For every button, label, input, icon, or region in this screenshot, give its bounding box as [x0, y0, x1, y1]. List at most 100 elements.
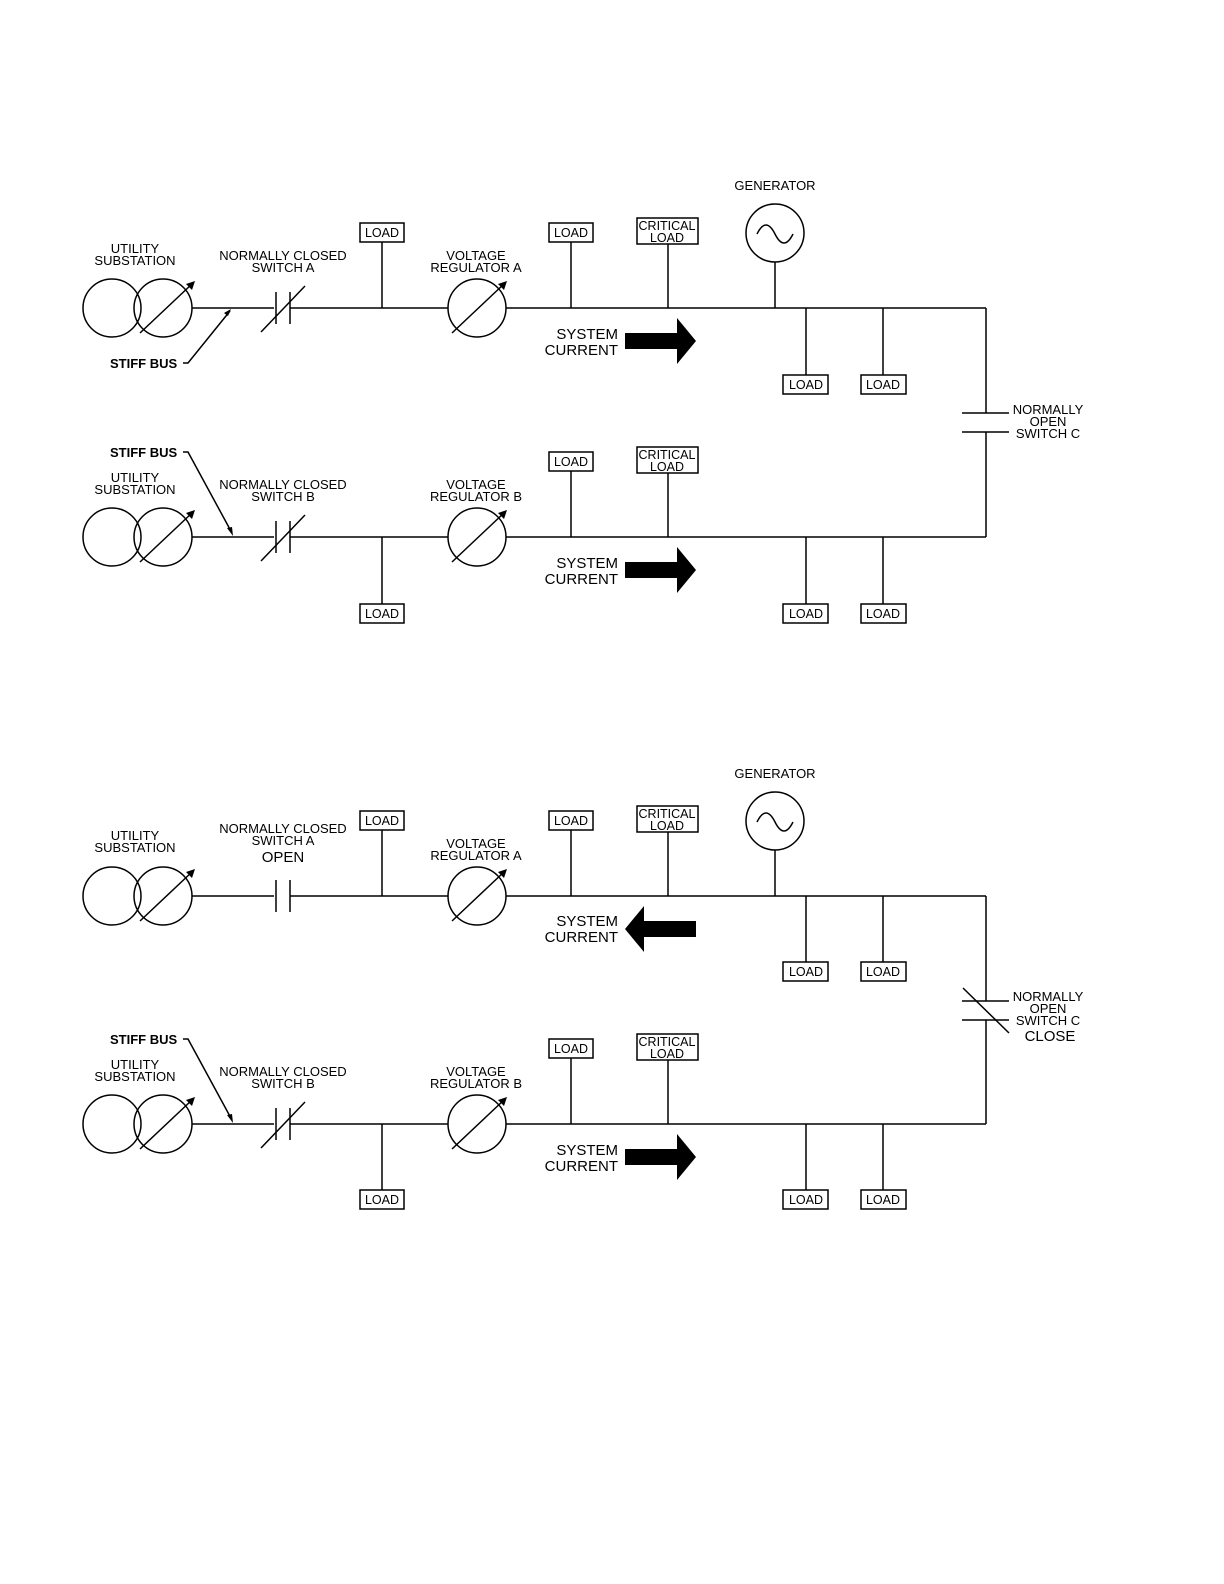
generator-label: GENERATOR	[734, 766, 815, 781]
tie-line: NORMALLY OPEN SWITCH C CLOSE	[962, 896, 1084, 1124]
transformer-winding-right	[133, 507, 193, 567]
load-box	[359, 603, 405, 624]
load-box	[359, 222, 405, 243]
diagram-switch-a-open-switch-c-closed: UTILITY SUBSTATION NORMALLY CLOSED SWITC…	[82, 766, 1084, 1210]
utility-substation-label-line1: UTILITY	[111, 1057, 160, 1072]
load-box	[359, 1189, 405, 1210]
regulator-arrowhead	[498, 1097, 507, 1106]
transformer-winding-left	[82, 1094, 142, 1154]
load-label: LOAD	[789, 1193, 823, 1207]
critical-load-label-line1: CRITICAL	[639, 1035, 696, 1049]
regulator-arrowhead	[498, 869, 507, 878]
critical-load-label-line2: LOAD	[650, 819, 684, 833]
regulator-arrow	[451, 1098, 506, 1150]
current-arrow-right	[625, 1134, 696, 1180]
transformer-winding-right	[133, 1094, 193, 1154]
load-label: LOAD	[554, 226, 588, 240]
system-current-label-line1: SYSTEM	[556, 326, 618, 343]
transformer-winding-left	[82, 507, 142, 567]
transformer-tap-arrowhead	[186, 1097, 195, 1106]
transformer-tap-arrow	[139, 511, 194, 563]
critical-load-label-line1: CRITICAL	[639, 219, 696, 233]
load-label: LOAD	[789, 965, 823, 979]
sine-wave-icon	[756, 812, 794, 832]
switch-b-closed-slash	[260, 1101, 306, 1149]
switch-c-label-line2: OPEN	[1030, 1001, 1067, 1016]
current-arrow-left	[625, 906, 696, 952]
system-current-label-line2: CURRENT	[545, 342, 618, 359]
utility-substation-label-line2: SUBSTATION	[94, 840, 175, 855]
load-box	[860, 603, 907, 624]
stiff-bus-leader	[183, 310, 231, 364]
load-box	[548, 451, 594, 472]
load-label: LOAD	[789, 378, 823, 392]
transformer-winding-right	[133, 866, 193, 926]
transformer-winding-right	[133, 278, 193, 338]
switch-b-closed-slash	[260, 514, 306, 562]
generator-symbol	[745, 203, 805, 263]
load-label: LOAD	[866, 378, 900, 392]
regulator-arrow	[451, 511, 506, 563]
load-label: LOAD	[866, 607, 900, 621]
utility-substation-label-line1: UTILITY	[111, 241, 160, 256]
critical-load-label-line1: CRITICAL	[639, 807, 696, 821]
generator-symbol	[745, 791, 805, 851]
switch-c-label-line2: OPEN	[1030, 414, 1067, 429]
switch-c-label-line3: SWITCH C	[1016, 426, 1080, 441]
transformer-winding-left	[82, 278, 142, 338]
stiff-bus-label: STIFF BUS	[110, 356, 177, 371]
load-label: LOAD	[365, 1193, 399, 1207]
load-box	[860, 1189, 907, 1210]
critical-load-label-line2: LOAD	[650, 231, 684, 245]
switch-b-label-line2: SWITCH B	[251, 1076, 315, 1091]
load-label: LOAD	[365, 814, 399, 828]
transformer-tap-arrowhead	[186, 869, 195, 878]
load-box	[548, 810, 594, 831]
critical-load-label-line2: LOAD	[650, 1047, 684, 1061]
critical-load-label-line1: CRITICAL	[639, 448, 696, 462]
system-current-label-line2: CURRENT	[545, 1158, 618, 1175]
load-box	[548, 222, 594, 243]
regulator-a-label-line2: REGULATOR A	[430, 260, 522, 275]
system-current-label-line1: SYSTEM	[556, 1142, 618, 1159]
transformer-tap-arrow	[139, 282, 194, 334]
load-label: LOAD	[365, 226, 399, 240]
load-label: LOAD	[554, 1042, 588, 1056]
switch-a-closed-slash	[260, 285, 306, 333]
feeder-b: STIFF BUS UTILITY SUBSTATION NORMALLY CL…	[82, 1032, 986, 1210]
stiff-bus-arrowhead	[227, 1114, 233, 1123]
load-box	[782, 961, 829, 982]
regulator-b-label-line1: VOLTAGE	[446, 1064, 506, 1079]
stiff-bus-leader	[183, 451, 233, 534]
transformer-tap-arrowhead	[186, 510, 195, 519]
switch-b-label-line1: NORMALLY CLOSED	[219, 1064, 346, 1079]
switch-a-label-line1: NORMALLY CLOSED	[219, 821, 346, 836]
tie-line: NORMALLY OPEN SWITCH C	[962, 308, 1084, 537]
load-box	[860, 961, 907, 982]
switch-c-state-label: CLOSE	[1025, 1028, 1076, 1045]
regulator-a-label-line1: VOLTAGE	[446, 248, 506, 263]
switch-c-label-line1: NORMALLY	[1013, 402, 1084, 417]
system-current-label-line2: CURRENT	[545, 571, 618, 588]
regulator-arrowhead	[498, 281, 507, 290]
switch-c-label-line1: NORMALLY	[1013, 989, 1084, 1004]
load-box	[782, 1189, 829, 1210]
critical-load-box	[636, 1033, 699, 1061]
load-label: LOAD	[365, 607, 399, 621]
regulator-b-label-line2: REGULATOR B	[430, 1076, 522, 1091]
stiff-bus-label: STIFF BUS	[110, 445, 177, 460]
sine-wave-icon	[756, 224, 794, 244]
generator-label: GENERATOR	[734, 178, 815, 193]
critical-load-box	[636, 217, 699, 245]
switch-a-state-label: OPEN	[262, 849, 305, 866]
load-box	[782, 374, 829, 395]
regulator-a-label-line2: REGULATOR A	[430, 848, 522, 863]
system-current-label-line1: SYSTEM	[556, 555, 618, 572]
load-box	[548, 1038, 594, 1059]
feeder-a: UTILITY SUBSTATION NORMALLY CLOSED SWITC…	[82, 766, 986, 982]
switch-a-label-line2: SWITCH A	[252, 833, 315, 848]
switch-c-closed-slash	[962, 987, 1010, 1034]
transformer-tap-arrow	[139, 1098, 194, 1150]
current-arrow-right	[625, 547, 696, 593]
